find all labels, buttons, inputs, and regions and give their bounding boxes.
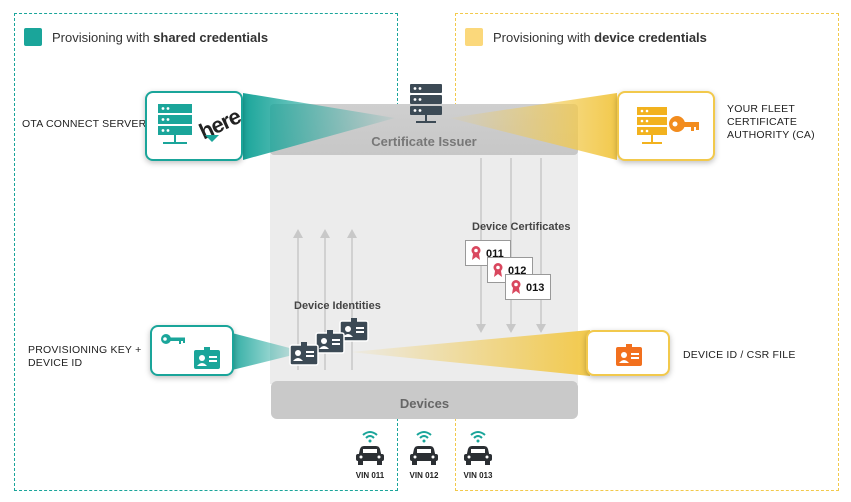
csr-file-label: DEVICE ID / CSR FILE: [683, 349, 796, 361]
here-logo: here: [193, 98, 250, 153]
ota-beam: [243, 93, 395, 160]
ota-server-card: here: [145, 91, 244, 161]
server-icon: [158, 104, 192, 144]
legend-device-bold: device credentials: [594, 29, 707, 45]
server-icon: [410, 84, 442, 123]
vehicle-013: VIN 013: [458, 428, 498, 480]
fleet-ca-line-2: CERTIFICATE: [727, 116, 798, 128]
connected-car-icon: [464, 431, 492, 465]
vehicle-012: VIN 012: [404, 428, 444, 480]
legend-shared-bold: shared credentials: [153, 29, 269, 45]
certificate-number: 013: [526, 282, 545, 294]
here-logo-accent: [205, 135, 219, 142]
device-identity-badges: [289, 318, 369, 366]
csr-beam: [350, 330, 590, 376]
legend-shared-prefix: Provisioning with: [52, 29, 154, 45]
ca-beam: [450, 93, 617, 160]
certificate-seal-icon: [511, 280, 521, 294]
device-certificates-label: Device Certificates: [472, 221, 571, 233]
connected-car-icon: [356, 431, 384, 465]
legend-swatch-yellow: [465, 28, 483, 46]
certificate-013: 013: [505, 274, 551, 300]
legend-device: Provisioning with device credentials: [465, 28, 707, 46]
provisioning-key-line-1: PROVISIONING KEY +: [28, 344, 142, 356]
id-badge-icon: [616, 344, 642, 366]
devices-band: [271, 381, 578, 419]
csr-file-card: [586, 330, 670, 376]
provisioning-key-label: PROVISIONING KEY + DEVICE ID: [28, 344, 141, 370]
certificate-seal-icon: [493, 263, 503, 277]
legend-swatch-teal: [24, 28, 42, 46]
ota-connect-server-label: OTA CONNECT SERVER: [22, 118, 147, 130]
legend-device-prefix: Provisioning with: [493, 29, 595, 45]
provisioning-key-beam: [232, 333, 305, 370]
certificate-seal-icon: [471, 246, 481, 260]
device-identities-label: Device Identities: [294, 300, 381, 312]
devices-label: Devices: [399, 396, 450, 411]
key-icon: [161, 334, 185, 344]
server-key-icon: [637, 107, 699, 144]
vin-label: VIN 011: [355, 471, 385, 480]
fleet-ca-card: [617, 91, 715, 161]
vin-label: VIN 012: [409, 471, 439, 480]
fleet-ca-line-3: AUTHORITY (CA): [727, 129, 815, 141]
vehicle-011: VIN 011: [350, 428, 390, 480]
vin-label: VIN 013: [463, 471, 493, 480]
certificate-issuer-label: Certificate Issuer: [371, 134, 477, 149]
id-badge-icon: [194, 347, 220, 369]
provisioning-key-line-2: DEVICE ID: [28, 357, 83, 369]
connected-car-icon: [410, 431, 438, 465]
fleet-ca-line-1: YOUR FLEET: [727, 103, 795, 115]
fleet-ca-label: YOUR FLEET CERTIFICATE AUTHORITY (CA): [727, 103, 815, 142]
legend-shared: Provisioning with shared credentials: [24, 28, 268, 46]
here-logo-text: here: [195, 103, 245, 145]
provisioning-key-card: [150, 325, 234, 376]
